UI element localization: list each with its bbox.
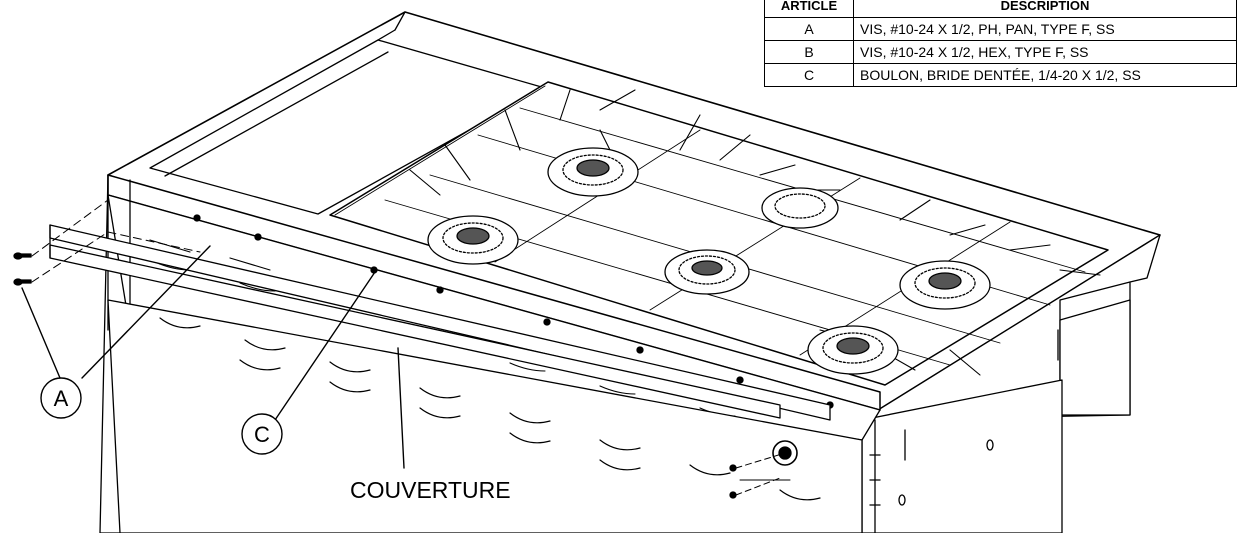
burners — [427, 147, 991, 375]
cover-label: COUVERTURE — [350, 477, 511, 503]
valve-knob — [772, 440, 798, 466]
table-row: A VIS, #10-24 X 1/2, PH, PAN, TYPE F, SS — [764, 17, 1237, 41]
burner — [899, 260, 991, 310]
row-article: C — [764, 63, 854, 87]
exploded-screws — [13, 199, 791, 499]
burner — [427, 215, 519, 265]
callout-c: C — [241, 271, 376, 455]
callout-c-label: C — [254, 422, 270, 447]
panel-louvers — [159, 317, 821, 501]
row-article: A — [764, 17, 854, 41]
header-description: DESCRIPTION — [853, 0, 1237, 18]
row-description: BOULON, BRIDE DENTÉE, 1/4-20 X 1/2, SS — [853, 63, 1237, 87]
cover-leader: COUVERTURE — [350, 347, 511, 503]
table-row: C BOULON, BRIDE DENTÉE, 1/4-20 X 1/2, SS — [764, 63, 1237, 87]
callout-a: A — [21, 245, 211, 419]
parts-table-header: ARTICLE DESCRIPTION — [764, 0, 1237, 18]
parts-table: ARTICLE DESCRIPTION A VIS, #10-24 X 1/2,… — [764, 0, 1237, 87]
left-bracket — [49, 224, 831, 421]
valve-panel — [107, 299, 863, 533]
callout-a-label: A — [54, 386, 69, 411]
burner — [807, 325, 899, 375]
burner — [547, 147, 639, 197]
row-article: B — [764, 40, 854, 64]
header-article: ARTICLE — [764, 0, 854, 18]
screw-a-top — [13, 252, 32, 260]
burner — [761, 187, 839, 229]
burner — [664, 249, 750, 295]
screw-b-group — [729, 464, 737, 499]
screw-a-bottom — [13, 278, 32, 286]
row-description: VIS, #10-24 X 1/2, HEX, TYPE F, SS — [853, 40, 1237, 64]
row-description: VIS, #10-24 X 1/2, PH, PAN, TYPE F, SS — [853, 17, 1237, 41]
table-row: B VIS, #10-24 X 1/2, HEX, TYPE F, SS — [764, 40, 1237, 64]
